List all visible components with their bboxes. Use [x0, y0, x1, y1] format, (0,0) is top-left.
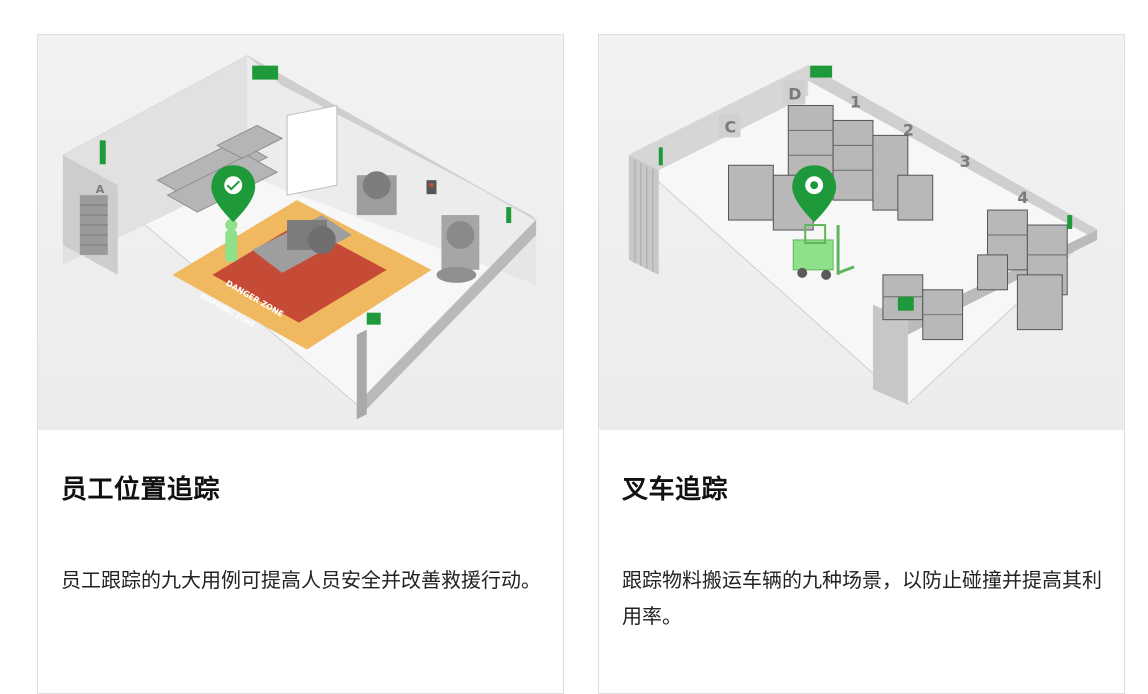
forklift-tracking-card[interactable]: C D 1 2 3 4	[598, 34, 1125, 694]
employee-tracking-card[interactable]: A DANGER ZONE WARNING ZONE	[37, 34, 564, 694]
danger-zone	[212, 223, 387, 323]
wall-label-a: A	[96, 183, 105, 196]
zone-label-3: 3	[960, 152, 971, 171]
zone-labels: C D 1 2 3 4	[718, 80, 1028, 207]
zone-label-1: 1	[850, 92, 861, 111]
zone-label-d: D	[788, 85, 801, 104]
forklift-tracking-illustration: C D 1 2 3 4	[599, 35, 1124, 430]
card-description: 跟踪物料搬运车辆的九种场景，以防止碰撞并提高其利用率。	[622, 568, 1102, 628]
zone-label-2: 2	[903, 120, 914, 139]
card-description: 员工跟踪的九大用例可提高人员安全并改善救援行动。	[61, 568, 541, 592]
zone-label-4: 4	[1017, 188, 1028, 207]
employee-tracking-illustration: A DANGER ZONE WARNING ZONE	[38, 35, 563, 430]
card-title: 员工位置追踪	[61, 475, 221, 505]
forklift	[792, 224, 855, 280]
card-title: 叉车追踪	[622, 475, 729, 505]
zone-label-c: C	[725, 117, 737, 136]
